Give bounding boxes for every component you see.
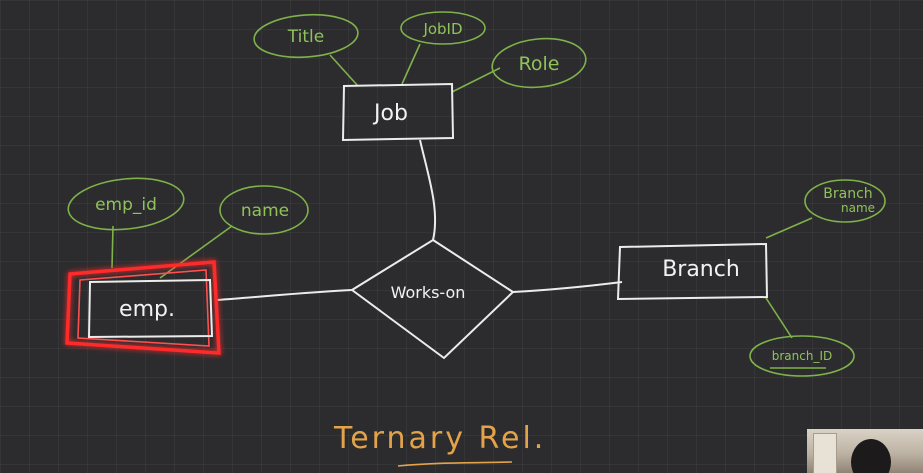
attribute-jobid: JobID: [400, 11, 486, 45]
highlight-inner-outline: [77, 269, 210, 347]
webcam-overlay: [807, 429, 923, 473]
annotation-text: Ternary Rel.: [333, 421, 546, 456]
attribute-branchname-label-line2: name: [841, 201, 875, 215]
ternary-annotation: Ternary Rel.: [333, 421, 546, 467]
role-link-line: [451, 67, 501, 93]
attribute-branchid-label: branch_ID: [772, 349, 833, 363]
attribute-empid: emp_id: [67, 177, 185, 231]
entity-job: Job: [341, 82, 455, 142]
attribute-title-label: Title: [287, 27, 324, 47]
attribute-title: Title: [253, 13, 359, 59]
empid-link-line: [111, 225, 114, 269]
webcam-person: [851, 439, 891, 473]
branchid-link-line: [765, 297, 793, 339]
attribute-empid-label: emp_id: [95, 195, 157, 215]
attribute-branchname-label-line1: Branch: [823, 186, 872, 202]
entity-branch: Branch: [616, 242, 769, 301]
relationship-works-on: Works-on: [350, 238, 515, 360]
branchname-link-line: [765, 217, 813, 239]
annotation-underline: [397, 461, 513, 467]
attribute-role-label: Role: [519, 53, 560, 75]
connector-lines: [111, 43, 813, 339]
title-link-line: [329, 54, 359, 87]
emp-to-relationship-line: [216, 289, 353, 301]
entity-branch-label: Branch: [662, 257, 740, 282]
relationship-label: Works-on: [391, 283, 466, 302]
name-link-line: [159, 225, 233, 279]
jobid-link-line: [401, 43, 421, 85]
attribute-jobid-label: JobID: [422, 20, 462, 38]
job-to-relationship-line: [419, 139, 437, 241]
webcam-background: [813, 433, 837, 473]
attribute-branchid: branch_ID: [749, 335, 855, 377]
highlight-outline: [65, 260, 221, 355]
attribute-role: Role: [491, 37, 587, 89]
entity-job-label: Job: [372, 101, 408, 126]
attribute-branchname: Branch name: [804, 179, 886, 223]
entity-emp-label: emp.: [119, 297, 175, 322]
relationship-to-branch-line: [512, 281, 623, 293]
entity-emp-highlighted: emp.: [65, 260, 221, 355]
attribute-name: name: [219, 185, 309, 235]
attribute-name-label: name: [241, 201, 289, 221]
